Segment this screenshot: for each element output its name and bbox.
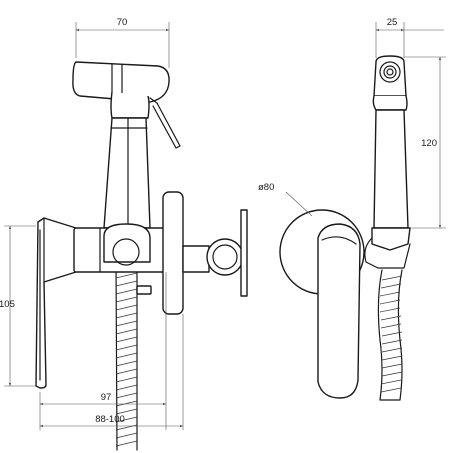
label-depth: 25 xyxy=(387,17,398,28)
side-shower-head xyxy=(72,61,181,149)
front-view xyxy=(279,55,411,401)
side-mixer-lever xyxy=(35,217,77,389)
dimension-lines xyxy=(4,22,446,430)
label-body-height: 105 xyxy=(0,299,15,310)
label-projection: 97 xyxy=(101,392,112,403)
front-lever xyxy=(317,223,361,399)
side-wall-flange xyxy=(162,191,248,315)
side-handle-shaft xyxy=(103,117,151,229)
front-shower-head xyxy=(364,55,411,269)
label-range: 88-100 xyxy=(95,414,125,425)
label-top-width: 70 xyxy=(117,17,128,28)
dimension-labels: 70 25 120 ø80 105 97 88-100 xyxy=(0,17,437,425)
label-diameter: ø80 xyxy=(258,182,274,193)
label-head-height: 120 xyxy=(421,138,437,149)
front-hose xyxy=(377,269,403,401)
side-mixer-body xyxy=(73,223,167,295)
side-view xyxy=(35,61,248,451)
